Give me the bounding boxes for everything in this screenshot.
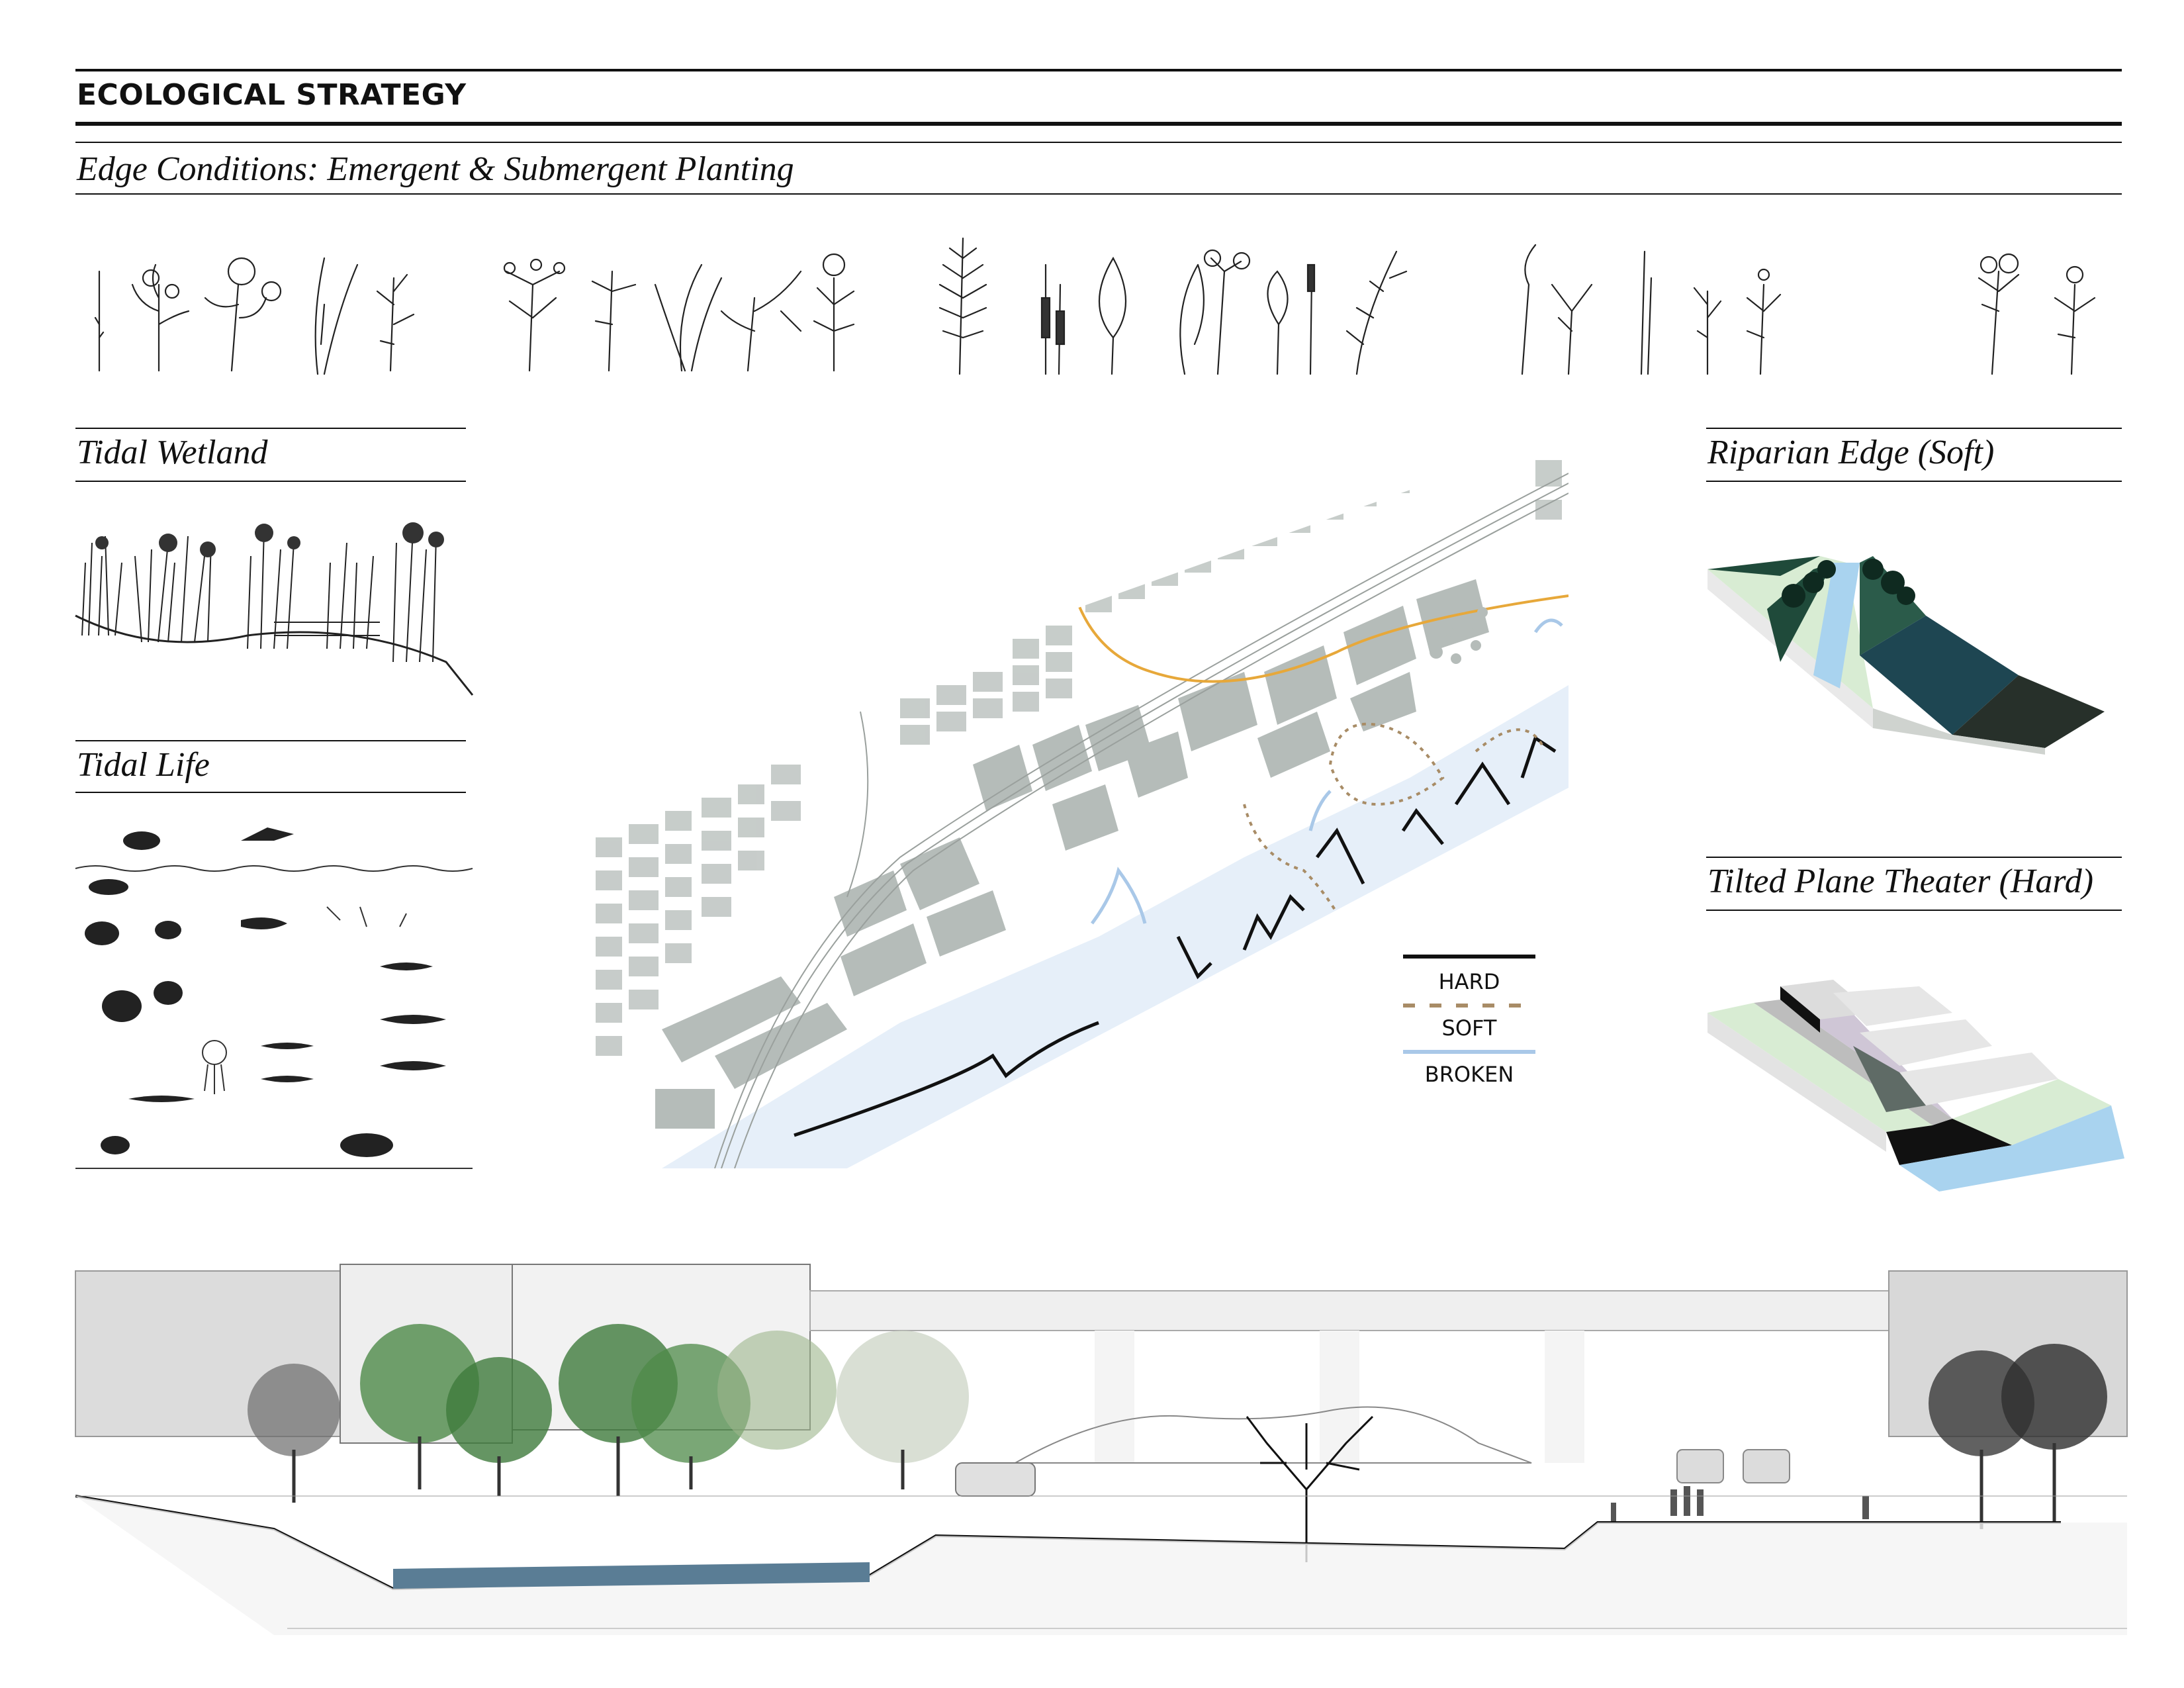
plant-sketch-strip [94, 237, 2096, 375]
legend-hard-label: HARD [1438, 969, 1500, 994]
overpass-deck [809, 1290, 1962, 1331]
riparian-edge-title: Riparian Edge (Soft) [1707, 434, 1995, 471]
tidal-wetland-sketch [75, 522, 474, 696]
subtitle-top-rule [75, 142, 2122, 143]
tidal-life-sketch [75, 827, 473, 1169]
tilted-plane-diagram [1707, 980, 2124, 1192]
legend-broken-swatch [1403, 1050, 1535, 1054]
tilted-plane-top-rule [1706, 857, 2122, 858]
tidal-life-bottom-rule [75, 792, 466, 793]
legend-broken-label: BROKEN [1424, 1062, 1514, 1087]
page-title: ECOLOGICAL STRATEGY [77, 78, 467, 112]
riparian-bottom-rule [1706, 481, 2122, 482]
section-subtitle: Edge Conditions: Emergent & Submergent P… [77, 150, 794, 188]
tidal-life-top-rule [75, 740, 466, 741]
subtitle-bottom-rule [75, 193, 2122, 195]
car [955, 1462, 1036, 1497]
tidal-wetland-top-rule [75, 428, 466, 429]
section-elevation [75, 1264, 2128, 1635]
tidal-wetland-title: Tidal Wetland [77, 434, 268, 471]
riparian-top-rule [1706, 428, 2122, 429]
tilted-plane-bottom-rule [1706, 910, 2122, 911]
legend-hard-swatch [1403, 955, 1535, 959]
title-underline [75, 122, 2122, 126]
legend: HARD SOFT BROKEN [1403, 953, 1535, 1099]
orange-path [1068, 572, 1569, 683]
top-rule [75, 69, 2122, 71]
tilted-plane-title: Tilted Plane Theater (Hard) [1707, 863, 2094, 900]
water-channel [393, 1562, 870, 1589]
tidal-life-title: Tidal Life [77, 746, 210, 784]
legend-soft-swatch [1403, 1004, 1535, 1008]
legend-soft-label: SOFT [1441, 1015, 1497, 1041]
site-plan [582, 434, 1569, 1168]
tidal-wetland-bottom-rule [75, 481, 466, 482]
water-area [662, 592, 1569, 1168]
riparian-edge-diagram [1707, 556, 2105, 755]
